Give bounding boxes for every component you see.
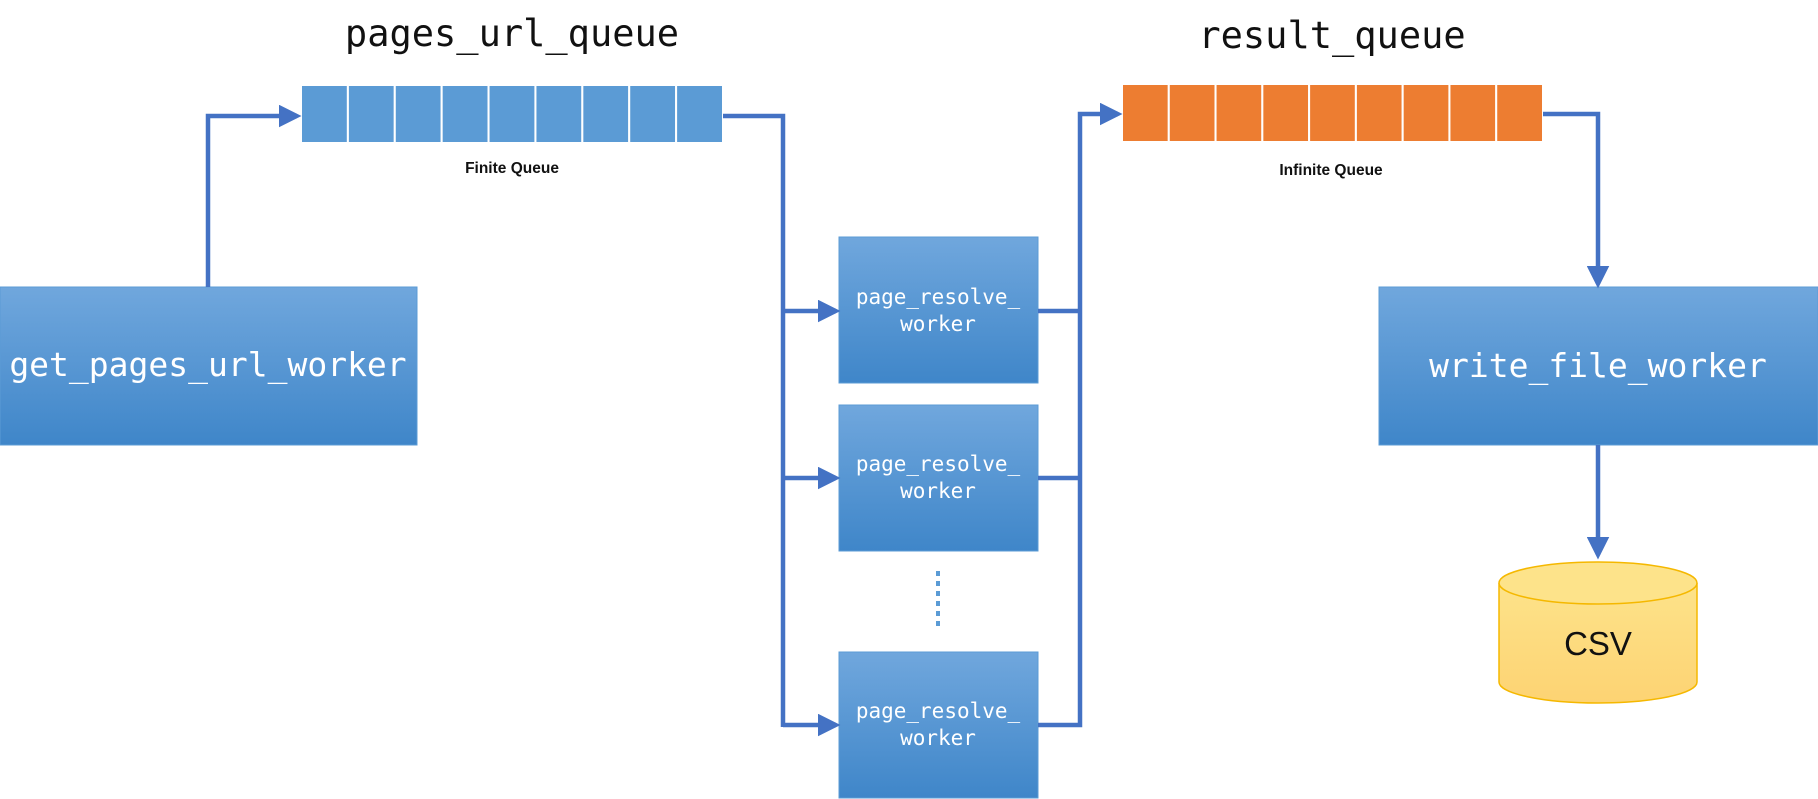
infinite-queue-cell-9 [1495, 83, 1544, 143]
page-resolve-worker-1-line2: worker [900, 312, 976, 336]
finite-queue-cell-1 [300, 84, 349, 144]
finite-queue-cell-2 [346, 84, 396, 144]
page-resolve-worker-box-2 [838, 404, 1039, 552]
infinite-queue-cell-2 [1167, 83, 1217, 143]
page-resolve-worker-1-line1: page_resolve_ [856, 285, 1021, 309]
infinite-queue-cell-8 [1448, 83, 1498, 143]
finite-queue-cell-8 [628, 84, 678, 144]
infinite-queue-cell-4 [1261, 83, 1311, 143]
infinite-queue-cell-5 [1308, 83, 1357, 143]
finite-queue-cell-4 [440, 84, 490, 144]
finite-queue-cell-7 [581, 84, 631, 144]
infinite-queue-cell-3 [1214, 83, 1264, 143]
infinite-queue-cell-1 [1121, 83, 1170, 143]
result-queue-title: result_queue [1198, 14, 1465, 58]
infinite-queue [1121, 83, 1544, 143]
page-resolve-worker-3-line2: worker [900, 726, 976, 750]
infinite-queue-cell-6 [1354, 83, 1404, 143]
arrow-producer-to-queue [205, 104, 302, 287]
finite-queue-cell-6 [534, 84, 584, 144]
connectors [205, 102, 1610, 737]
finite-queue-cell-5 [487, 84, 537, 144]
finite-queue-cell-3 [393, 84, 443, 144]
infinite-queue-cell-7 [1401, 83, 1451, 143]
page-resolve-worker-2-line2: worker [900, 479, 976, 503]
get-pages-url-worker-label: get_pages_url_worker [9, 345, 406, 385]
infinite-queue-caption: Infinite Queue [1279, 162, 1383, 179]
page-resolve-worker-2-line1: page_resolve_ [856, 452, 1021, 476]
finite-queue-cell-9 [675, 84, 724, 144]
arrow-resolvers-to-result-queue [1038, 102, 1123, 728]
csv-label: CSV [1564, 625, 1632, 662]
arrow-result-queue-to-writer [1543, 111, 1610, 289]
page-resolve-worker-box-3 [838, 651, 1039, 799]
pages-url-queue-title: pages_url_queue [345, 12, 679, 56]
finite-queue [300, 84, 724, 144]
get-pages-url-worker-box [0, 286, 418, 446]
connector-queue-bus [723, 113, 786, 727]
page-resolve-worker-box-1 [838, 236, 1039, 384]
write-file-worker-label: write_file_worker [1429, 346, 1767, 386]
csv-storage-cylinder [1498, 561, 1698, 704]
finite-queue-caption: Finite Queue [465, 160, 559, 177]
write-file-worker-box [1378, 286, 1818, 446]
page-resolve-worker-3-line1: page_resolve_ [856, 699, 1021, 723]
